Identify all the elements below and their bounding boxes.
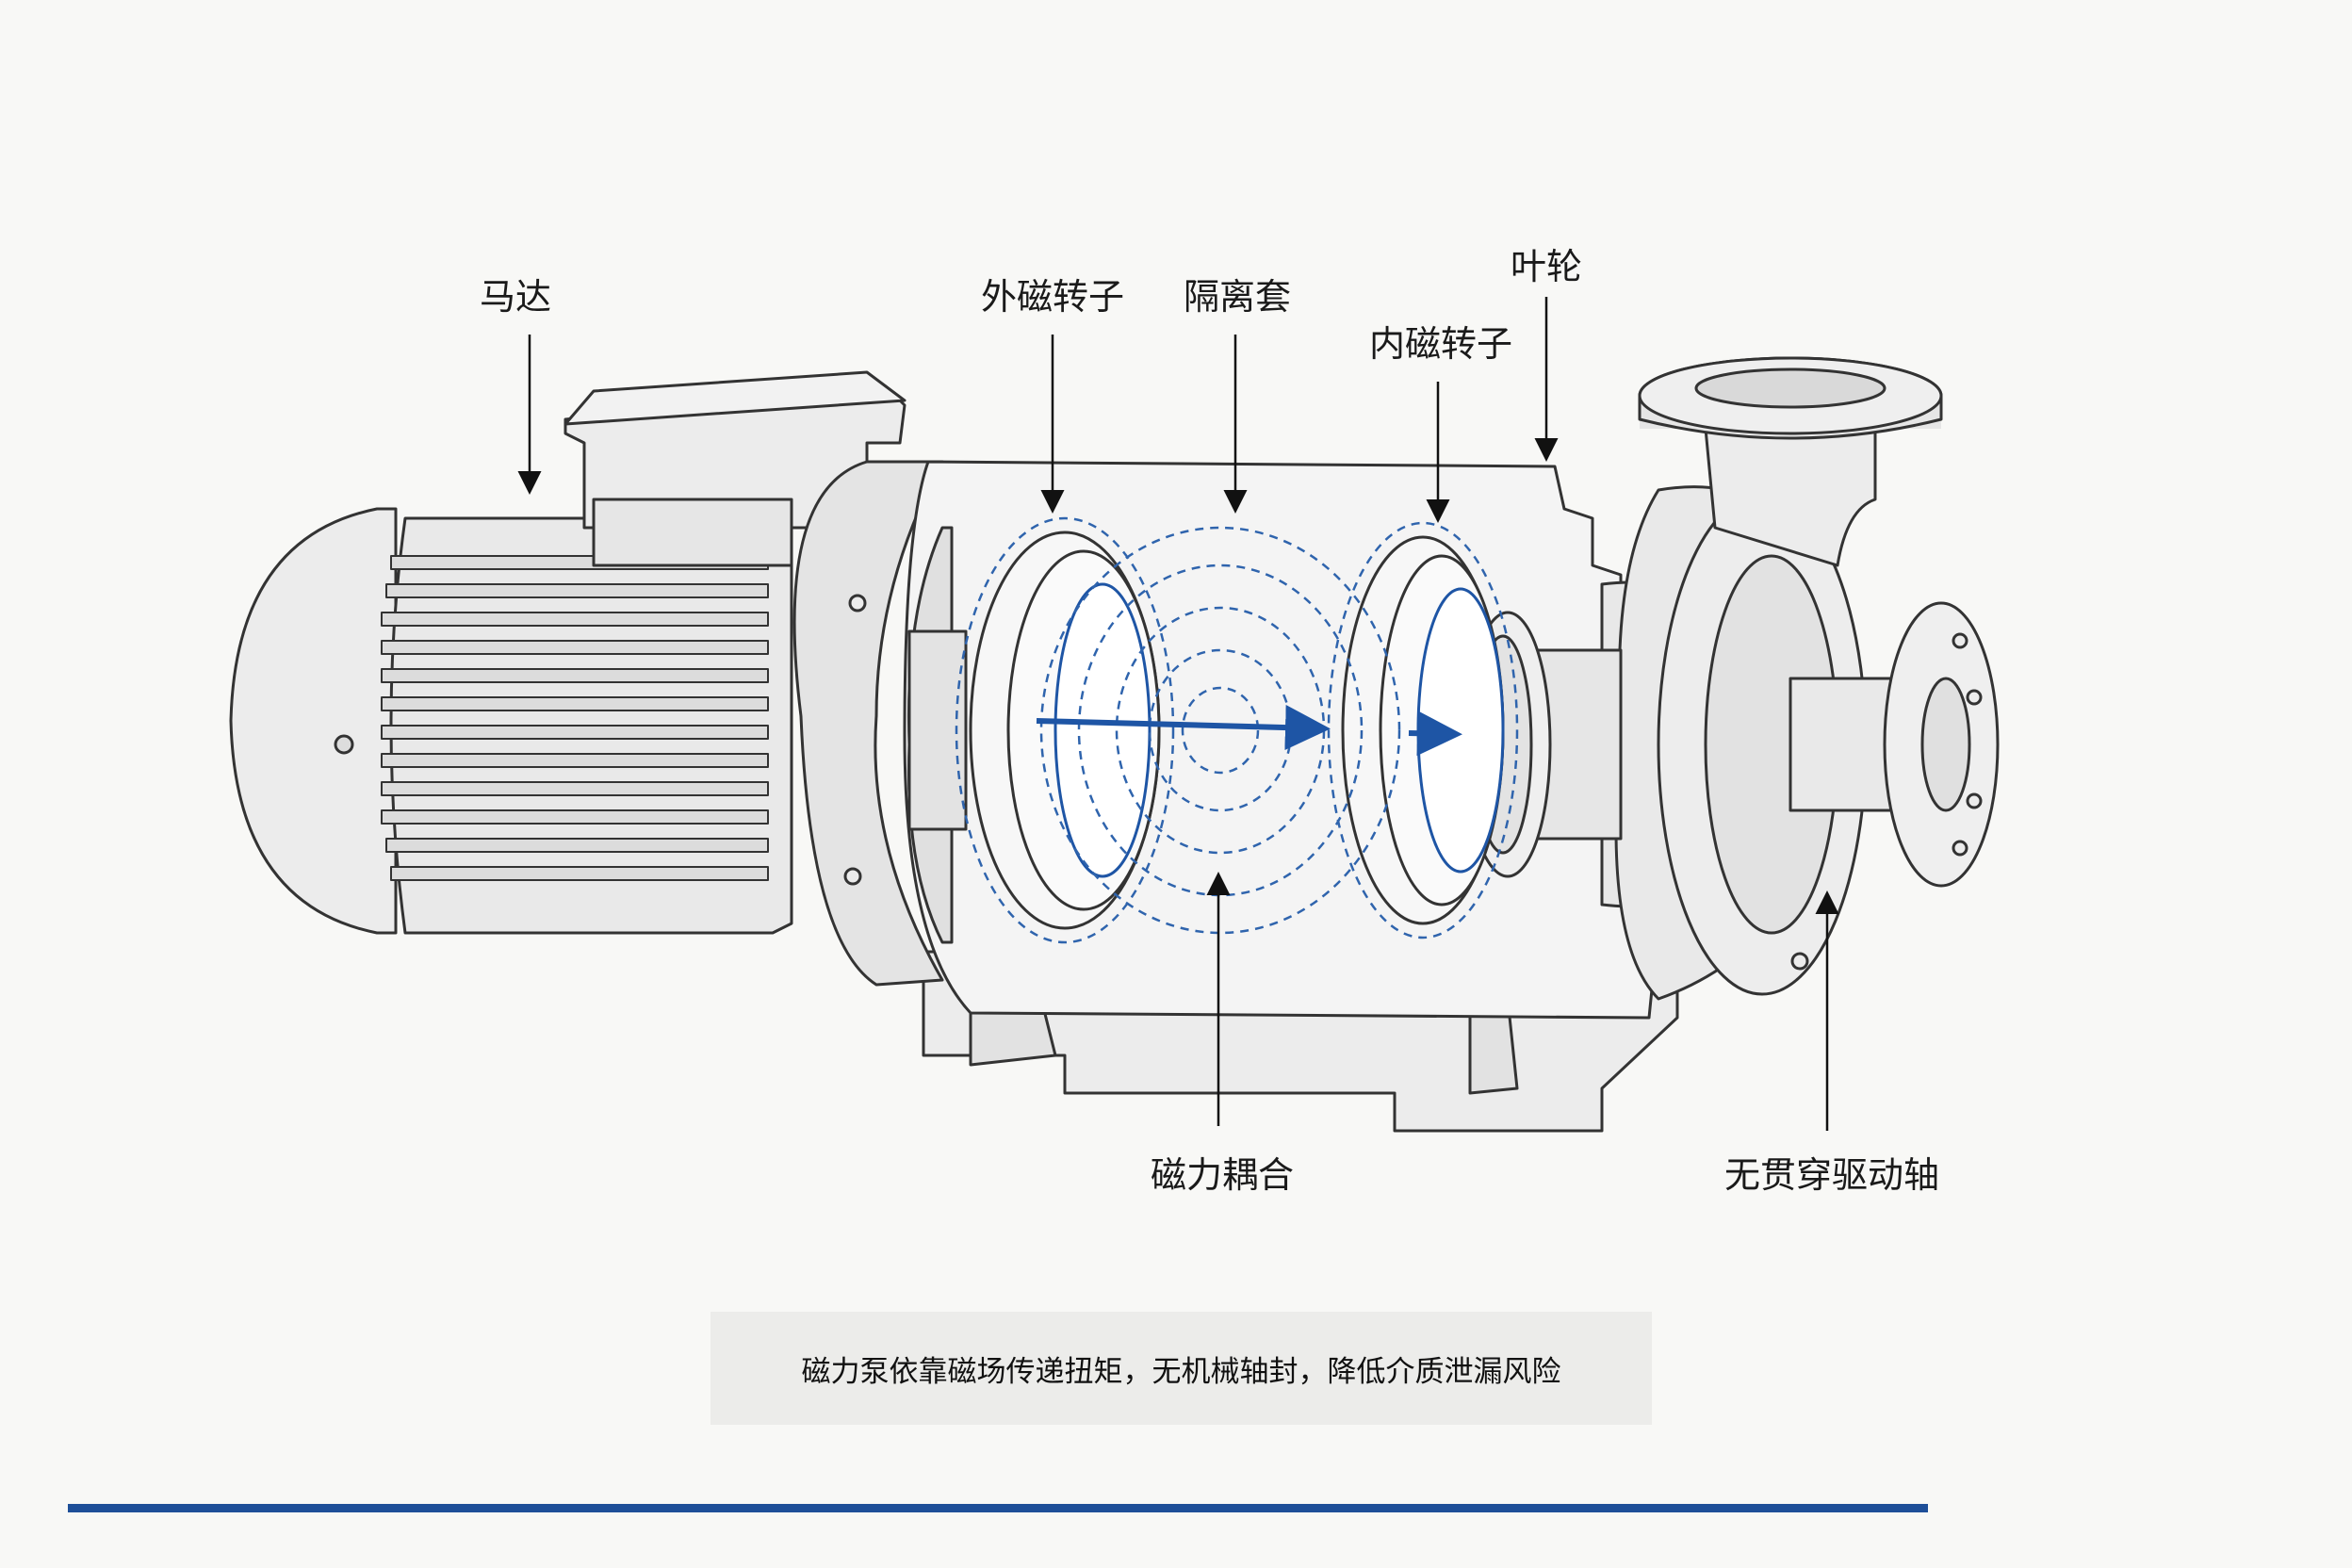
housing-flange	[792, 460, 944, 987]
bottom-accent-rule	[68, 1504, 1928, 1512]
label-outer-rotor: 外磁转子	[980, 276, 1125, 318]
pump-casing	[1600, 356, 2000, 1001]
label-leaders	[517, 297, 1839, 1131]
label-magnetic-coupling: 磁力耦合	[1150, 1154, 1295, 1196]
torque-arrows	[1036, 705, 1462, 757]
inner-magnet-rotor	[1341, 535, 1505, 925]
magnetic-field-lines	[955, 516, 1519, 944]
label-motor: 马达	[479, 276, 552, 318]
label-impeller: 叶轮	[1510, 246, 1583, 287]
caption-box: 磁力泵依靠磁场传递扭矩，无机械轴封，降低介质泄漏风险	[710, 1312, 1652, 1425]
caption-text: 磁力泵依靠磁场传递扭矩，无机械轴封，降低介质泄漏风险	[801, 1354, 1561, 1389]
label-inner-rotor: 内磁转子	[1368, 323, 1513, 365]
label-shaftless-drive: 无贯穿驱动轴	[1723, 1154, 1940, 1196]
label-isolation-sleeve: 隔离套	[1183, 276, 1292, 318]
motor	[229, 370, 906, 935]
outer-magnet-rotor	[969, 531, 1161, 930]
